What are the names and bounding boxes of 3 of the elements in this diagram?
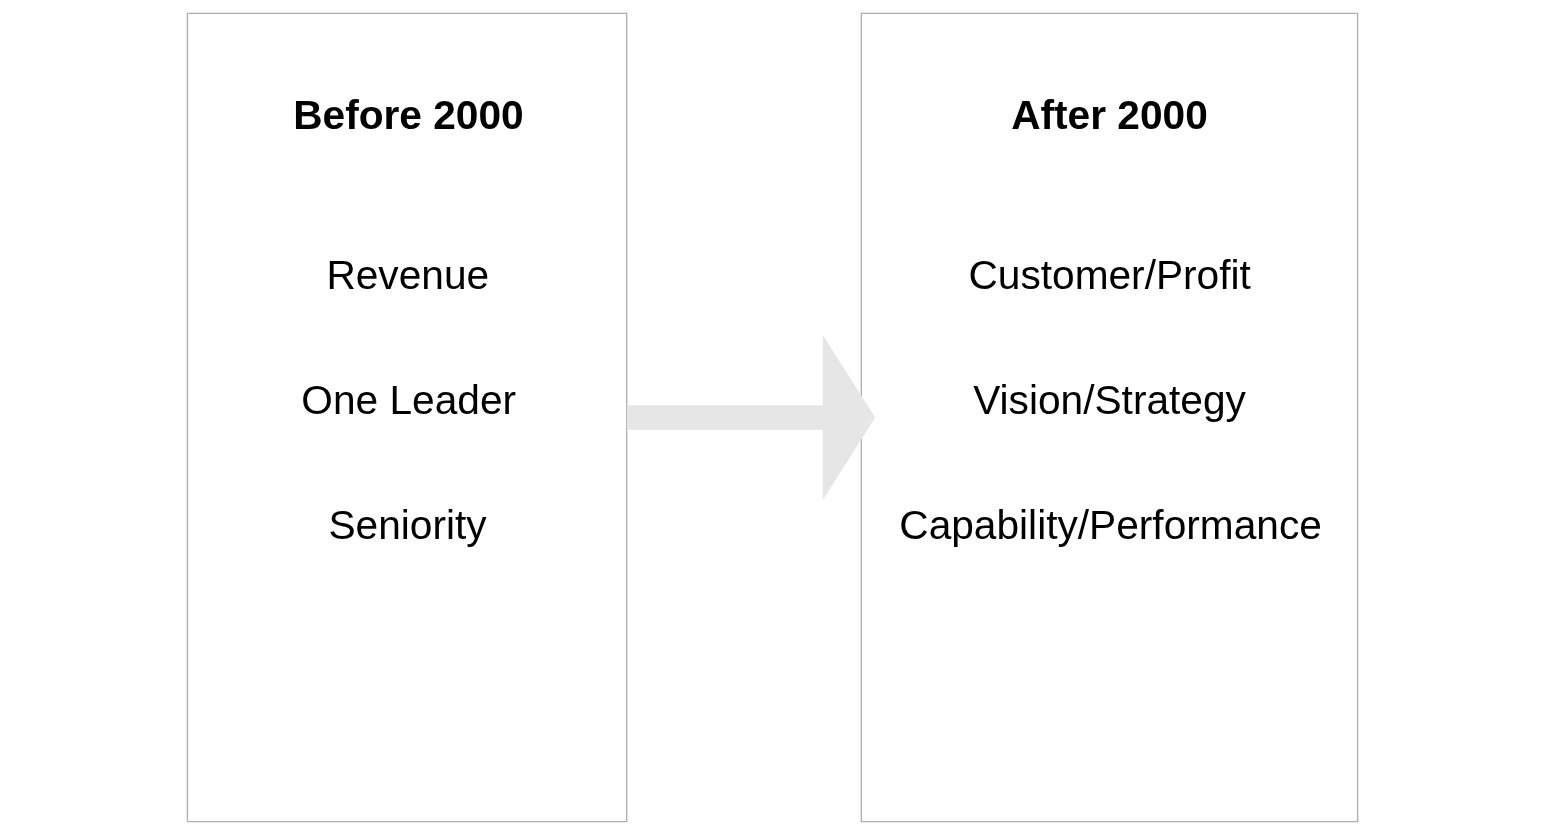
node-box: Before 2000 Revenue One Leader Seniority [186, 12, 627, 823]
node-box: After 2000 Customer/Profit Vision/Strategy Capability/Performance [860, 12, 1358, 823]
arrow [626, 334, 875, 501]
